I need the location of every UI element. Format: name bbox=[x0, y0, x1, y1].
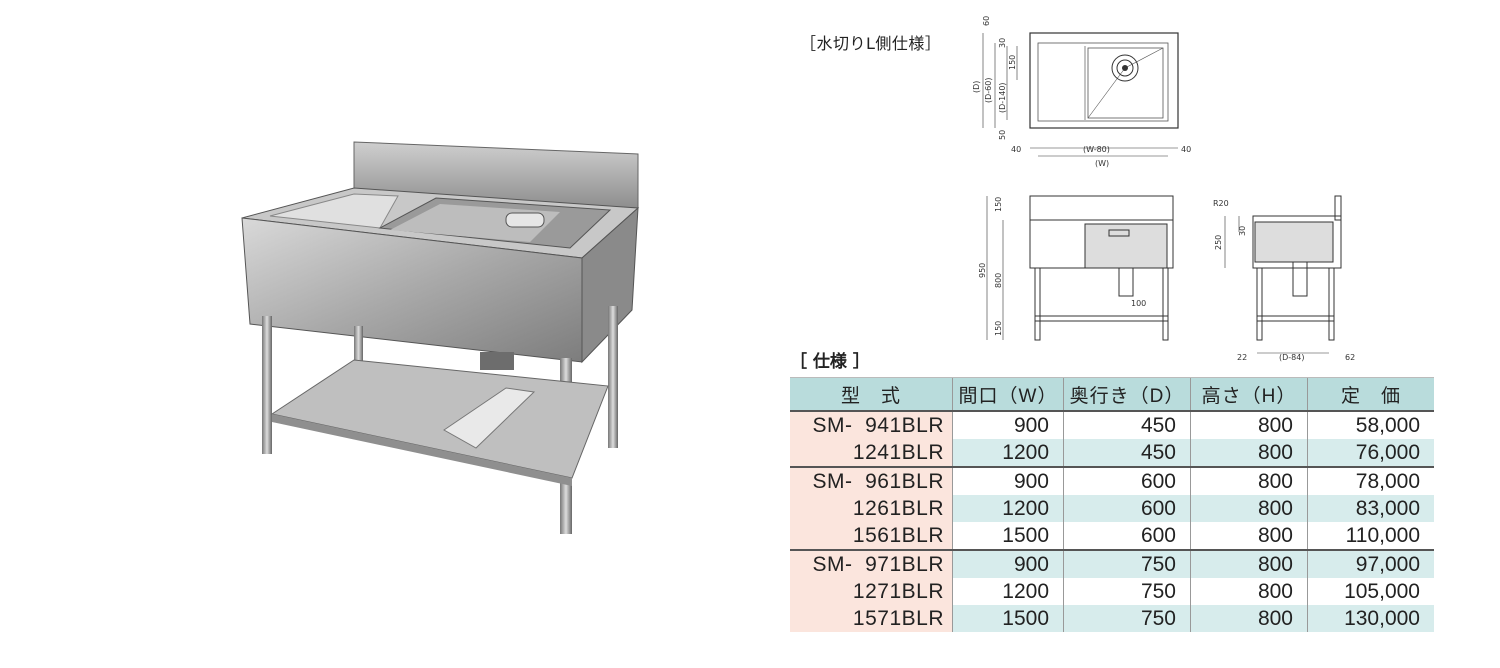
dim-side-62: 62 bbox=[1345, 353, 1355, 362]
drawing-title: ［水切りL側仕様］ bbox=[800, 34, 942, 53]
table-row: 1261BLR 1200 600 800 83,000 bbox=[790, 495, 1434, 522]
price-cell: 110,000 bbox=[1307, 522, 1434, 550]
width-cell: 1200 bbox=[952, 578, 1064, 605]
height-cell: 800 bbox=[1190, 605, 1308, 632]
price-cell: 130,000 bbox=[1307, 605, 1434, 632]
table-row: SM- 941BLR 900 450 800 58,000 bbox=[790, 410, 1434, 439]
col-model: 型 式 bbox=[790, 377, 953, 412]
depth-cell: 600 bbox=[1063, 466, 1191, 495]
width-cell: 1200 bbox=[952, 439, 1064, 467]
dim-side-r20: R20 bbox=[1213, 199, 1229, 208]
side-view-drawing: R20 30 250 22 (D-84) 62 bbox=[1213, 195, 1355, 362]
width-cell: 900 bbox=[952, 410, 1064, 439]
product-photo bbox=[241, 141, 640, 534]
table-row: 1571BLR 1500 750 800 130,000 bbox=[790, 605, 1434, 632]
model-cell: 1271BLR bbox=[790, 578, 953, 605]
dim-top-60: 60 bbox=[982, 16, 991, 26]
table-row: 1271BLR 1200 750 800 105,000 bbox=[790, 578, 1434, 605]
dim-top-40a: 40 bbox=[1011, 145, 1021, 154]
width-cell: 1500 bbox=[952, 605, 1064, 632]
dim-front-150b: 150 bbox=[994, 321, 1003, 336]
dim-top-150: 150 bbox=[1008, 55, 1017, 70]
depth-cell: 600 bbox=[1063, 522, 1191, 550]
width-cell: 1200 bbox=[952, 495, 1064, 522]
height-cell: 800 bbox=[1190, 410, 1308, 439]
dim-side-250: 250 bbox=[1214, 235, 1223, 250]
table-row: SM- 961BLR 900 600 800 78,000 bbox=[790, 466, 1434, 495]
dim-top-w: (W) bbox=[1095, 159, 1109, 168]
price-cell: 78,000 bbox=[1307, 466, 1434, 495]
dim-side-30: 30 bbox=[1238, 226, 1247, 236]
model-cell: 1241BLR bbox=[790, 439, 953, 467]
table-row: SM- 971BLR 900 750 800 97,000 bbox=[790, 549, 1434, 578]
col-height: 高さ（H） bbox=[1190, 377, 1308, 412]
height-cell: 800 bbox=[1190, 549, 1308, 578]
dim-front-800: 800 bbox=[994, 273, 1003, 288]
spec-heading: ［ 仕様 ］ bbox=[790, 352, 870, 372]
price-cell: 97,000 bbox=[1307, 549, 1434, 578]
dim-top-d60: (D-60) bbox=[984, 78, 993, 103]
model-cell: 1561BLR bbox=[790, 522, 953, 550]
dim-top-30: 30 bbox=[998, 38, 1007, 48]
height-cell: 800 bbox=[1190, 578, 1308, 605]
dim-top-40b: 40 bbox=[1181, 145, 1191, 154]
price-cell: 58,000 bbox=[1307, 410, 1434, 439]
price-cell: 105,000 bbox=[1307, 578, 1434, 605]
price-cell: 76,000 bbox=[1307, 439, 1434, 467]
dim-top-d: (D) bbox=[972, 81, 981, 93]
dim-top-w80: (W-80) bbox=[1083, 145, 1110, 154]
model-cell: 1261BLR bbox=[790, 495, 953, 522]
height-cell: 800 bbox=[1190, 439, 1308, 467]
height-cell: 800 bbox=[1190, 495, 1308, 522]
price-cell: 83,000 bbox=[1307, 495, 1434, 522]
spec-header-row: 型 式 間口（W） 奥行き（D） 高さ（H） 定 価 bbox=[790, 377, 1434, 412]
col-price: 定 価 bbox=[1307, 377, 1434, 412]
model-cell: 1571BLR bbox=[790, 605, 953, 632]
model-cell: SM- 961BLR bbox=[790, 466, 953, 495]
dim-top-d140: (D-140) bbox=[998, 82, 1007, 113]
dim-front-100: 100 bbox=[1131, 299, 1146, 308]
height-cell: 800 bbox=[1190, 466, 1308, 495]
dim-top-50: 50 bbox=[998, 130, 1007, 140]
height-cell: 800 bbox=[1190, 522, 1308, 550]
dim-front-950: 950 bbox=[978, 263, 987, 278]
width-cell: 1500 bbox=[952, 522, 1064, 550]
depth-cell: 450 bbox=[1063, 439, 1191, 467]
model-cell: SM- 941BLR bbox=[790, 410, 953, 439]
depth-cell: 450 bbox=[1063, 410, 1191, 439]
width-cell: 900 bbox=[952, 549, 1064, 578]
table-row: 1561BLR 1500 600 800 110,000 bbox=[790, 522, 1434, 550]
col-depth: 奥行き（D） bbox=[1063, 377, 1191, 412]
depth-cell: 750 bbox=[1063, 578, 1191, 605]
width-cell: 900 bbox=[952, 466, 1064, 495]
dim-side-22: 22 bbox=[1237, 353, 1247, 362]
col-width: 間口（W） bbox=[952, 377, 1064, 412]
dim-side-d84: (D-84) bbox=[1279, 353, 1304, 362]
dim-front-150a: 150 bbox=[994, 197, 1003, 212]
spec-table: 型 式 間口（W） 奥行き（D） 高さ（H） 定 価 SM- 941BLR 90… bbox=[790, 377, 1434, 632]
depth-cell: 600 bbox=[1063, 495, 1191, 522]
front-view-drawing: 150 950 800 150 100 bbox=[978, 195, 1174, 341]
depth-cell: 750 bbox=[1063, 605, 1191, 632]
model-cell: SM- 971BLR bbox=[790, 549, 953, 578]
depth-cell: 750 bbox=[1063, 549, 1191, 578]
top-view-drawing: 60 (D) (D-60) 30 150 (D-140) 50 40 (W-80… bbox=[972, 16, 1191, 168]
table-row: 1241BLR 1200 450 800 76,000 bbox=[790, 439, 1434, 467]
